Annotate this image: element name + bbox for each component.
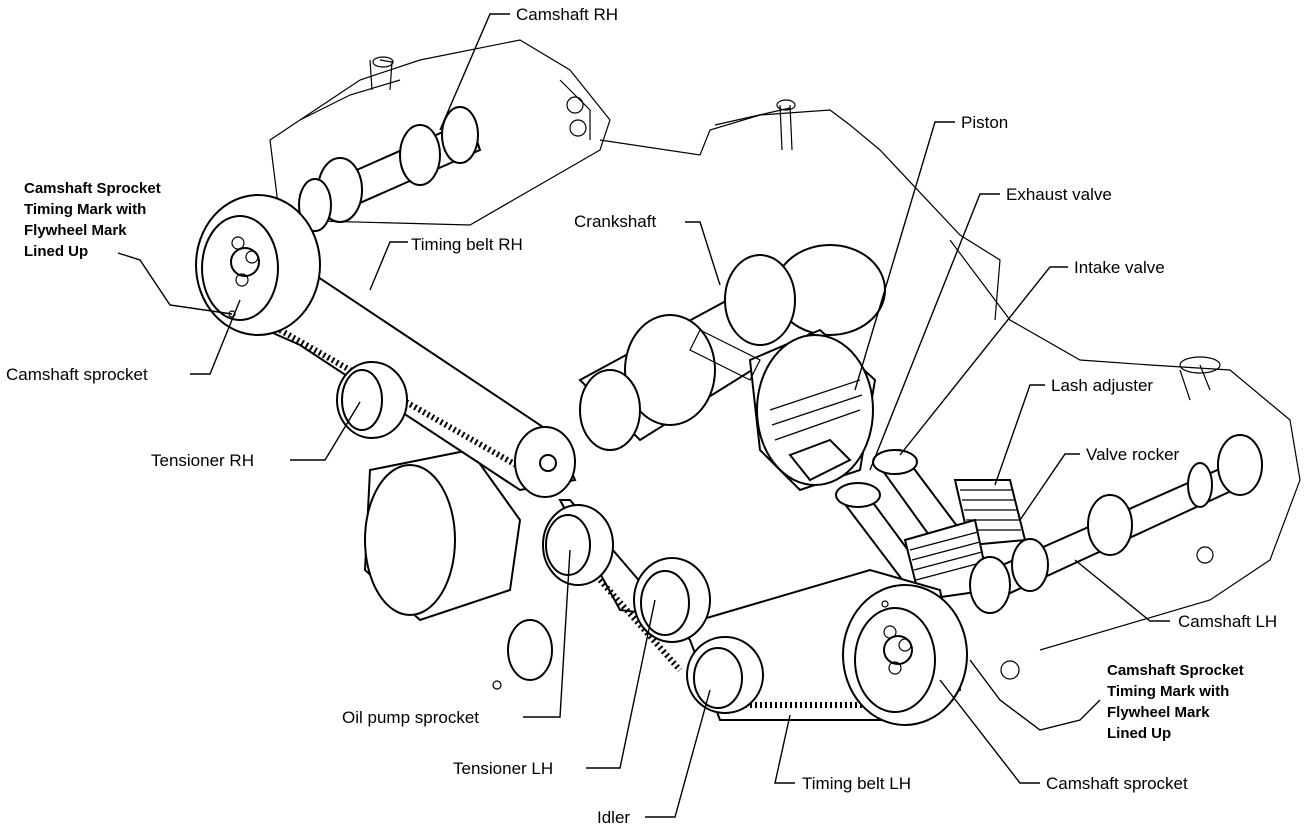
label-camshaft-sprocket-rh: Camshaft sprocket [6,365,148,384]
label-camshaft-sprocket-timing-rh: Camshaft Sprocket Timing Mark with Flywh… [24,178,204,262]
label-tensioner-lh: Tensioner LH [453,759,554,778]
label-lash-adjuster: Lash adjuster [1051,376,1154,395]
label-timing-belt-lh: Timing belt LH [802,774,911,793]
oil-filter-shape [363,448,553,690]
engine-block-rh [269,39,1001,321]
label-tensioner-rh: Tensioner RH [151,451,254,470]
oil-pump-sprocket-shape [542,504,614,586]
label-crankshaft: Crankshaft [574,212,657,231]
timing-lh-line-1: Camshaft Sprocket [1107,662,1244,679]
label-exhaust-valve: Exhaust valve [1006,185,1112,204]
timing-rh-line-4: Lined Up [24,243,89,260]
timing-rh-line-3: Flywheel Mark [24,222,127,239]
timing-rh-line-1: Camshaft Sprocket [24,180,161,197]
timing-lh-line-4: Lined Up [1107,725,1172,742]
label-camshaft-lh: Camshaft LH [1178,612,1278,631]
tensioner-rh-shape [336,361,408,439]
idler-shape [686,636,764,714]
timing-rh-line-2: Timing Mark with [24,201,147,218]
camshaft-sprocket-rh-shape [195,194,321,336]
engine-block-lh [714,99,1301,680]
label-camshaft-rh: Camshaft RH [516,5,619,24]
leader-lines [117,13,1170,818]
camshaft-rh-shape [298,106,482,232]
label-idler: Idler [597,808,631,827]
label-valve-rocker: Valve rocker [1086,445,1180,464]
camshaft-lh-shape [969,434,1263,614]
piston-shape [689,328,877,492]
label-intake-valve: Intake valve [1074,258,1165,277]
center-pulley-shape [514,426,576,498]
camshaft-sprocket-lh-shape [842,584,968,726]
timing-lh-line-2: Timing Mark with [1107,683,1230,700]
label-piston: Piston [961,113,1009,132]
label-camshaft-sprocket-lh: Camshaft sprocket [1046,774,1188,793]
timing-lh-line-3: Flywheel Mark [1107,704,1210,721]
label-oil-pump-sprocket: Oil pump sprocket [342,708,479,727]
label-timing-belt-rh: Timing belt RH [411,235,523,254]
tensioner-lh-shape [633,557,711,643]
label-camshaft-sprocket-timing-lh: Camshaft Sprocket Timing Mark with Flywh… [1107,660,1287,744]
